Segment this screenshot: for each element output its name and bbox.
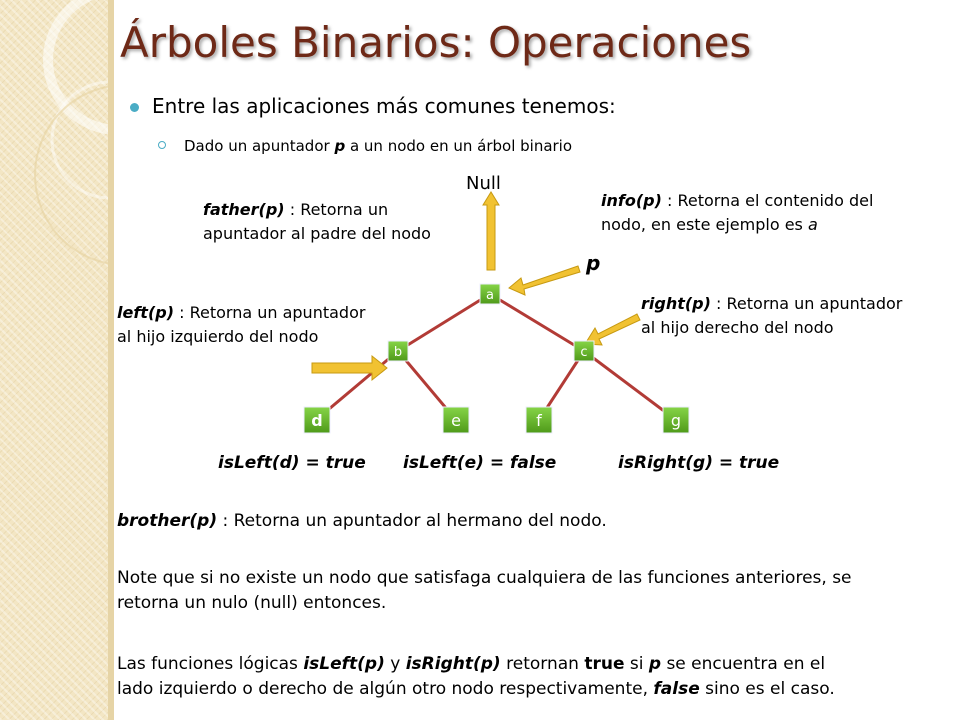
tree-edges xyxy=(315,292,677,422)
edge-c-g xyxy=(583,349,677,422)
bullet-ring-icon xyxy=(158,141,166,149)
svg-text:c: c xyxy=(580,345,587,360)
svg-text:e: e xyxy=(451,411,461,430)
svg-text:b: b xyxy=(394,345,402,360)
father-fn: father(p) xyxy=(203,200,285,219)
svg-text:d: d xyxy=(311,411,322,430)
bullet-level1-text: Entre las aplicaciones más comunes tenem… xyxy=(152,94,616,118)
left-description: left(p) : Retorna un apuntador al hijo i… xyxy=(117,303,366,346)
arrow-up-null-icon xyxy=(482,191,500,271)
sidebar-edge xyxy=(108,0,114,720)
node-g: g xyxy=(662,406,690,434)
bullet-level2-text: Dado un apuntador p a un nodo en un árbo… xyxy=(184,137,573,155)
father-description: father(p) : Retorna un apuntador al padr… xyxy=(203,200,431,243)
node-a: a xyxy=(479,283,501,305)
brother-fn: brother(p) xyxy=(117,511,218,531)
bullet-dot-icon xyxy=(130,103,139,112)
edge-a-b xyxy=(397,292,491,353)
logic-paragraph: Las funciones lógicas isLeft(p) y isRigh… xyxy=(117,654,835,699)
info-description: info(p) : Retorna el contenido del nodo,… xyxy=(601,191,874,234)
edge-a-c xyxy=(489,292,585,353)
sidebar-circles-decoration xyxy=(34,0,108,265)
decorative-sidebar xyxy=(0,0,108,720)
arrow-left-icon xyxy=(311,354,388,382)
right-description: right(p) : Retorna un apuntador al hijo … xyxy=(641,294,903,337)
note-paragraph: Note que si no existe un nodo que satisf… xyxy=(117,568,852,613)
node-e: e xyxy=(442,406,470,434)
right-fn: right(p) xyxy=(641,294,711,313)
predicate-isleft-e: isLeft(e) = false xyxy=(403,453,557,473)
svg-text:a: a xyxy=(486,288,494,303)
arrow-p-icon xyxy=(508,265,581,296)
node-f: f xyxy=(525,406,553,434)
pointer-arrows xyxy=(311,191,641,382)
pointer-p-label: p xyxy=(586,251,601,275)
node-d: d xyxy=(303,406,331,434)
node-b: b xyxy=(387,340,409,362)
arrow-right-icon xyxy=(584,313,641,346)
predicate-isleft-d: isLeft(d) = true xyxy=(218,453,366,473)
node-c: c xyxy=(573,340,595,362)
left-fn: left(p) xyxy=(117,303,175,322)
svg-text:f: f xyxy=(536,411,542,430)
slide-title: Árboles Binarios: Operaciones xyxy=(120,18,752,67)
tree-nodes: a b c d e f g xyxy=(303,283,690,434)
svg-text:g: g xyxy=(671,411,681,430)
brother-description: brother(p) : Retorna un apuntador al her… xyxy=(117,511,607,531)
predicate-isright-g: isRight(g) = true xyxy=(618,453,780,473)
null-label: Null xyxy=(466,173,501,194)
info-fn: info(p) xyxy=(601,191,662,210)
